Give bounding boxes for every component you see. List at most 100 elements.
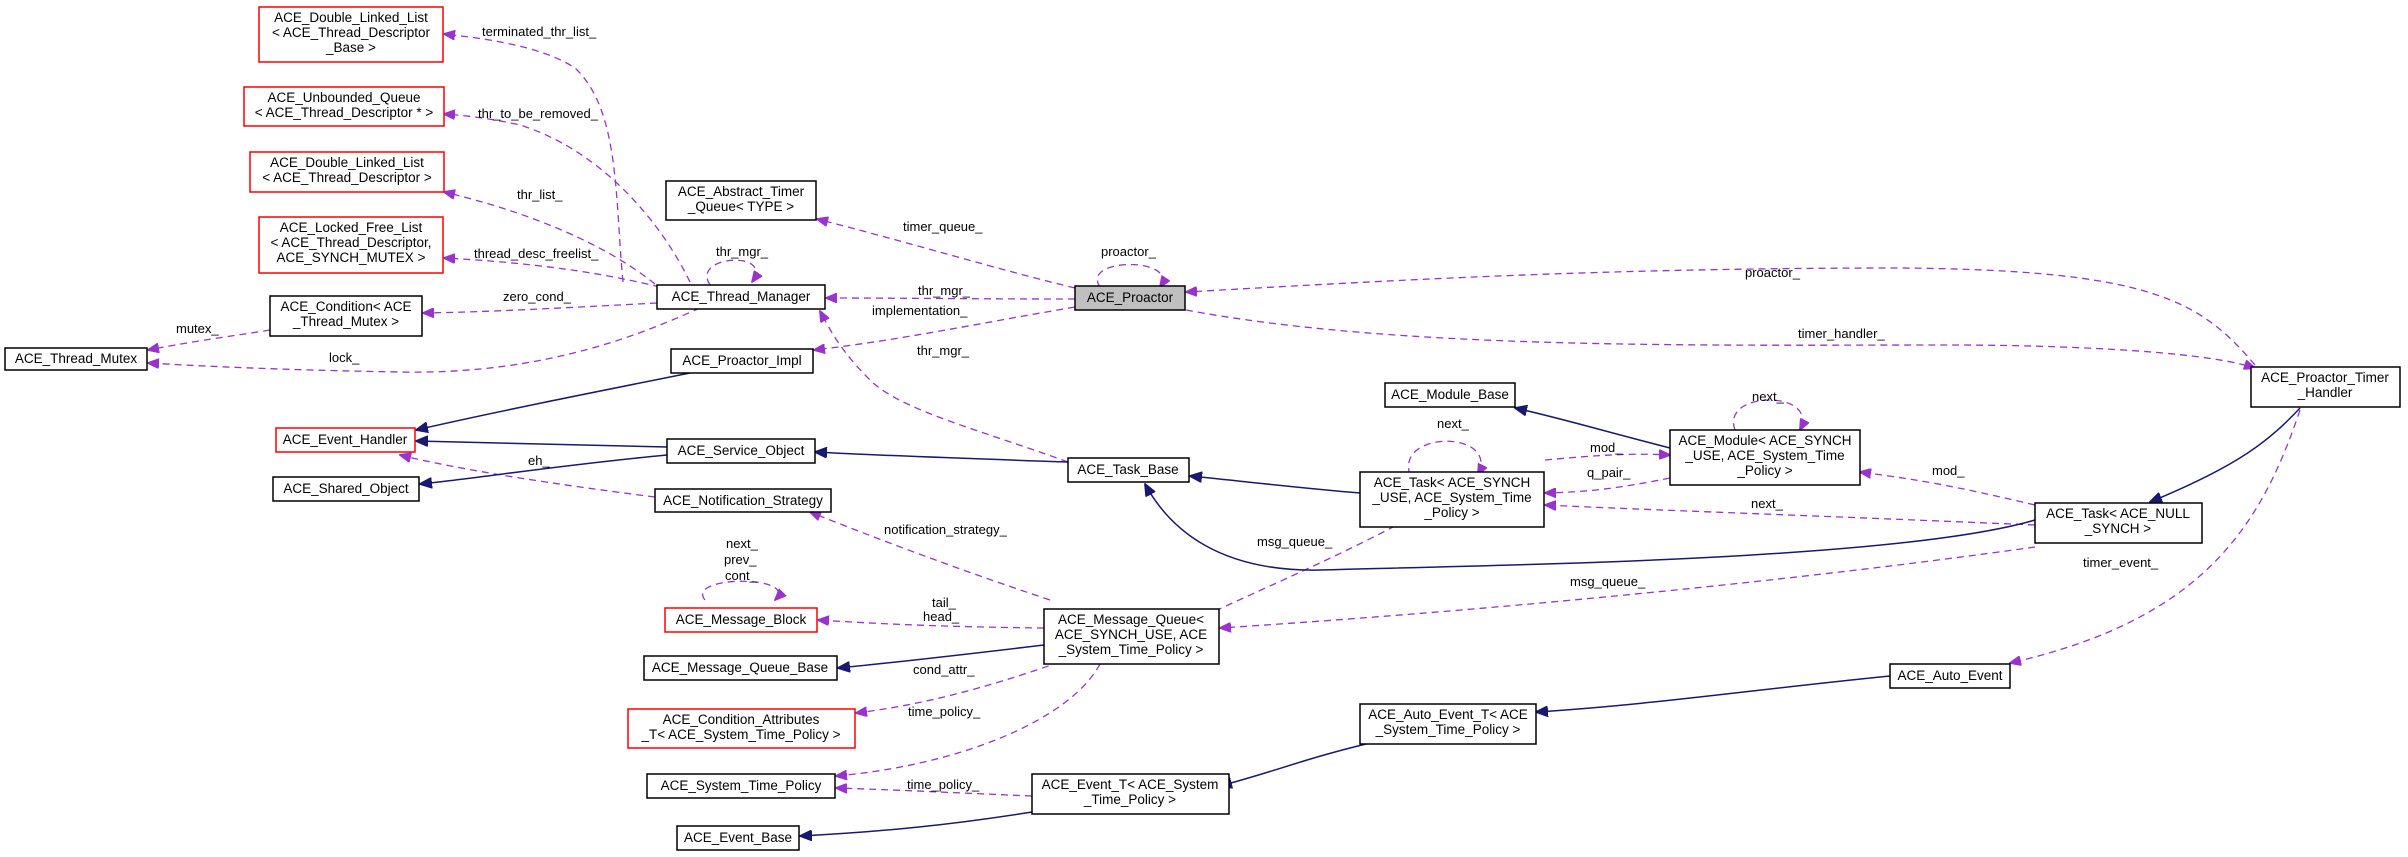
label-implementation: implementation_ — [872, 303, 968, 318]
edge-proactor-self — [1096, 263, 1162, 288]
label-timer-handler: timer_handler_ — [1798, 326, 1885, 341]
node-label-line: ACE_Double_Linked_List — [274, 10, 428, 25]
node-label-line: ACE_Proactor_Impl — [682, 353, 801, 368]
edge-mod-null — [1860, 472, 2036, 506]
node-label-line: _USE, ACE_System_Time — [1371, 490, 1531, 505]
node-label-line: _SYNCH > — [2084, 521, 2152, 536]
label-timer-event: timer_event_ — [2083, 555, 2159, 570]
node-unbounded-queue[interactable]: ACE_Unbounded_Queue < ACE_Thread_Descrip… — [243, 86, 445, 127]
label-timer-queue: timer_queue_ — [903, 219, 983, 234]
label-next-module: next_ — [1752, 389, 1785, 404]
label-next-task: next_ — [1437, 416, 1470, 431]
edge-thr-mgr-self — [706, 259, 756, 286]
node-module[interactable]: ACE_Module< ACE_SYNCH _USE, ACE_System_T… — [1669, 429, 1861, 486]
edge-msg-queue-task — [1200, 525, 1396, 618]
node-label-line: < ACE_Thread_Descriptor * > — [255, 105, 434, 120]
node-label-line: ACE_Message_Queue< — [1058, 612, 1204, 627]
node-auto-event-t[interactable]: ACE_Auto_Event_T< ACE _System_Time_Polic… — [1359, 703, 1537, 745]
node-label-line: ACE_Proactor_Timer — [2261, 370, 2389, 385]
node-label-line: _Policy > — [1423, 505, 1479, 520]
label-q-pair: q_pair_ — [1587, 465, 1631, 480]
label-terminated-thr-list: terminated_thr_list_ — [482, 24, 597, 39]
edge-eventt-eventbase — [800, 811, 1033, 836]
node-event-t[interactable]: ACE_Event_T< ACE_System _Time_Policy > — [1031, 773, 1230, 815]
edge-implementation — [814, 306, 1076, 350]
node-label-line: ACE_Proactor — [1087, 290, 1174, 305]
label-mod-null: mod_ — [1932, 463, 1965, 478]
node-label-line: ACE_Task< ACE_SYNCH — [1374, 475, 1530, 490]
node-proactor-impl[interactable]: ACE_Proactor_Impl — [670, 348, 814, 374]
label-proactor-self: proactor_ — [1101, 244, 1157, 259]
label-msg-queue-null: msg_queue_ — [1570, 574, 1646, 589]
node-message-queue-base[interactable]: ACE_Message_Queue_Base — [643, 655, 838, 681]
node-proactor-timer-handler[interactable]: ACE_Proactor_Timer _Handler — [2250, 366, 2401, 408]
node-thread-manager[interactable]: ACE_Thread_Manager — [656, 284, 826, 310]
node-locked-free-list[interactable]: ACE_Locked_Free_List < ACE_Thread_Descri… — [258, 216, 444, 274]
node-condition-attributes[interactable]: ACE_Condition_Attributes _T< ACE_System_… — [627, 708, 856, 749]
node-label-line: ACE_Message_Queue_Base — [652, 660, 828, 675]
node-dll-thread-descriptor[interactable]: ACE_Double_Linked_List < ACE_Thread_Desc… — [249, 151, 445, 193]
node-label-line: _Time_Policy > — [1083, 792, 1176, 807]
edge-mutex — [148, 329, 271, 350]
usage-edges — [148, 34, 2301, 797]
edge-taskbase-service — [815, 452, 1069, 463]
node-label-line: _Base > — [325, 40, 376, 55]
edge-autoeventt-eventt — [1220, 742, 1371, 786]
node-shared-object[interactable]: ACE_Shared_Object — [272, 476, 420, 502]
edge-thread-desc-freelist — [444, 258, 661, 288]
edge-lock — [148, 307, 701, 373]
node-notification-strategy[interactable]: ACE_Notification_Strategy — [654, 488, 832, 513]
edge-notification-strategy — [810, 512, 1051, 601]
node-proactor[interactable]: ACE_Proactor — [1074, 285, 1186, 311]
node-thread-mutex[interactable]: ACE_Thread_Mutex — [4, 347, 148, 371]
label-zero-cond: zero_cond_ — [503, 289, 572, 304]
label-time-policy-mq: time_policy_ — [908, 704, 981, 719]
edge-tasksynch-taskbase — [1190, 476, 1361, 494]
node-task-base[interactable]: ACE_Task_Base — [1067, 457, 1190, 483]
node-label-line: ACE_Locked_Free_List — [280, 220, 423, 235]
node-dll-thread-descriptor-base[interactable]: ACE_Double_Linked_List < ACE_Thread_Desc… — [258, 6, 444, 63]
label-proactor-timer: proactor_ — [1745, 265, 1801, 280]
edge-next-module-self — [1732, 399, 1802, 430]
node-label-line: ACE_System_Time_Policy — [661, 778, 822, 793]
node-task-synch[interactable]: ACE_Task< ACE_SYNCH _USE, ACE_System_Tim… — [1359, 471, 1545, 528]
label-cont-mb: cont_ — [725, 568, 758, 583]
node-label-line: ACE_Service_Object — [678, 443, 805, 458]
node-event-handler[interactable]: ACE_Event_Handler — [275, 427, 416, 453]
node-task-null[interactable]: ACE_Task< ACE_NULL _SYNCH > — [2034, 502, 2203, 544]
label-eh: eh_ — [528, 453, 550, 468]
edge-time-policy-ev — [836, 788, 1033, 797]
node-label-line: ACE_Abstract_Timer — [678, 184, 805, 199]
node-label-line: ACE_Unbounded_Queue — [267, 90, 420, 105]
node-label-line: ACE_Event_T< ACE_System — [1042, 777, 1219, 792]
node-abstract-timer-queue[interactable]: ACE_Abstract_Timer _Queue< TYPE > — [665, 180, 817, 221]
node-message-block[interactable]: ACE_Message_Block — [664, 607, 818, 633]
label-mutex: mutex_ — [176, 321, 219, 336]
node-label-line: ACE_Task_Base — [1077, 462, 1178, 477]
node-module-base[interactable]: ACE_Module_Base — [1384, 382, 1516, 408]
node-service-object[interactable]: ACE_Service_Object — [666, 438, 816, 464]
edge-thr-list — [444, 192, 656, 285]
edge-next-task-self — [1407, 440, 1482, 475]
node-label-line: _T< ACE_System_Time_Policy > — [640, 727, 840, 742]
label-head: head_ — [923, 609, 960, 624]
node-label-line: ACE_Notification_Strategy — [663, 493, 823, 508]
inheritance-edges — [416, 372, 2301, 836]
edge-next-null — [1545, 505, 2036, 526]
node-label-line: ACE_Event_Base — [684, 830, 792, 845]
node-label-line: ACE_Module< ACE_SYNCH — [1679, 433, 1852, 448]
node-label-line: ACE_Message_Block — [676, 612, 807, 627]
node-event-base[interactable]: ACE_Event_Base — [676, 825, 800, 851]
edge-module-modulebase — [1515, 408, 1671, 449]
node-label-line: ACE_Condition< ACE — [281, 299, 412, 314]
node-label-line: ACE_Condition_Attributes — [663, 712, 820, 727]
node-condition[interactable]: ACE_Condition< ACE _Thread_Mutex > — [269, 295, 423, 337]
node-label-line: ACE_SYNCH_MUTEX > — [277, 250, 426, 265]
node-system-time-policy[interactable]: ACE_System_Time_Policy — [646, 773, 836, 799]
node-message-queue[interactable]: ACE_Message_Queue< ACE_SYNCH_USE, ACE _S… — [1043, 608, 1220, 665]
node-auto-event[interactable]: ACE_Auto_Event — [1889, 663, 2011, 689]
edge-thr-mgr-task — [820, 311, 1069, 463]
label-thr-to-be-removed: thr_to_be_removed_ — [478, 106, 599, 121]
node-label-line: _Queue< TYPE > — [687, 199, 794, 214]
edge-tasknull-proactortimer — [2150, 407, 2301, 502]
